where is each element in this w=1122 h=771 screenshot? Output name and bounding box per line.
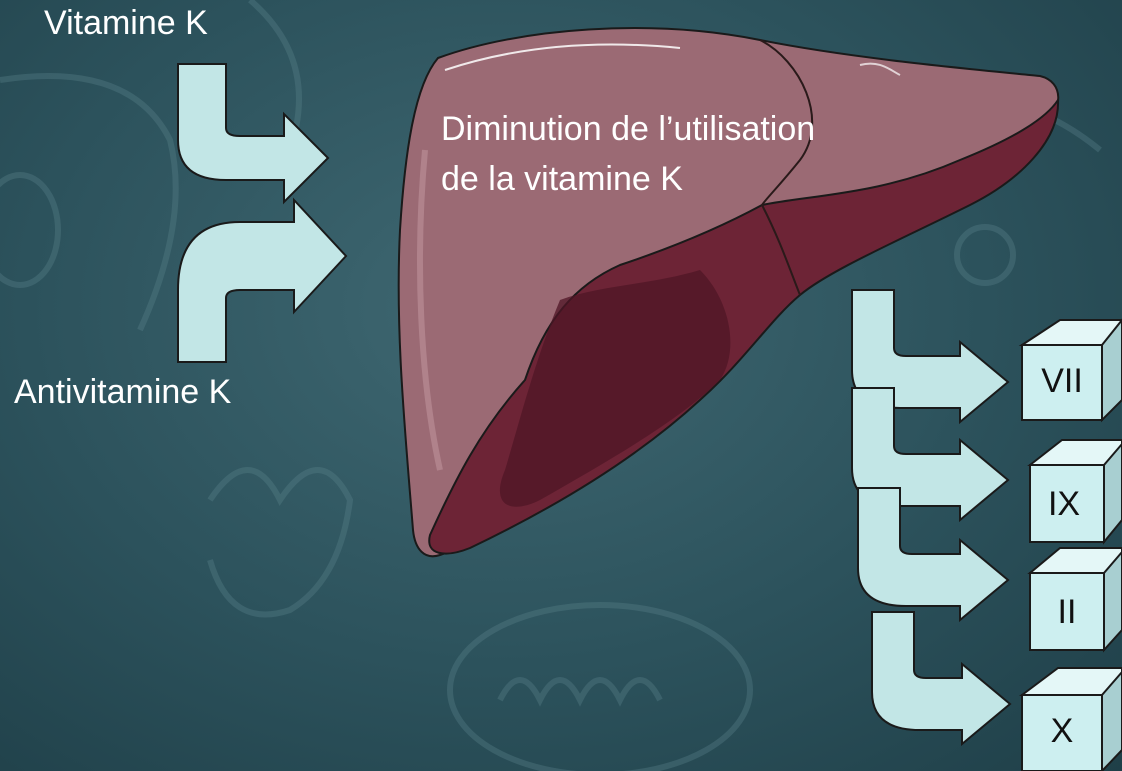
- factor-arrow-4: [872, 612, 1010, 744]
- factor-arrow-3: [858, 488, 1008, 620]
- output-arrows: [852, 290, 1010, 744]
- factor-label-vii: VII: [1022, 362, 1102, 401]
- antivitamin-k-arrow: [178, 200, 346, 362]
- factor-label-x: X: [1022, 712, 1102, 751]
- factor-label-ii: II: [1030, 593, 1104, 632]
- effect-line-1: Diminution de l’utilisation: [441, 104, 815, 154]
- antivitamin-k-label: Antivitamine K: [14, 373, 231, 412]
- vitamin-k-arrow: [178, 64, 328, 202]
- factor-label-ix: IX: [1027, 485, 1101, 524]
- liver-effect-label: Diminution de l’utilisation de la vitami…: [441, 104, 815, 204]
- input-arrows: [178, 64, 346, 362]
- vitamin-k-label: Vitamine K: [44, 4, 208, 43]
- effect-line-2: de la vitamine K: [441, 154, 815, 204]
